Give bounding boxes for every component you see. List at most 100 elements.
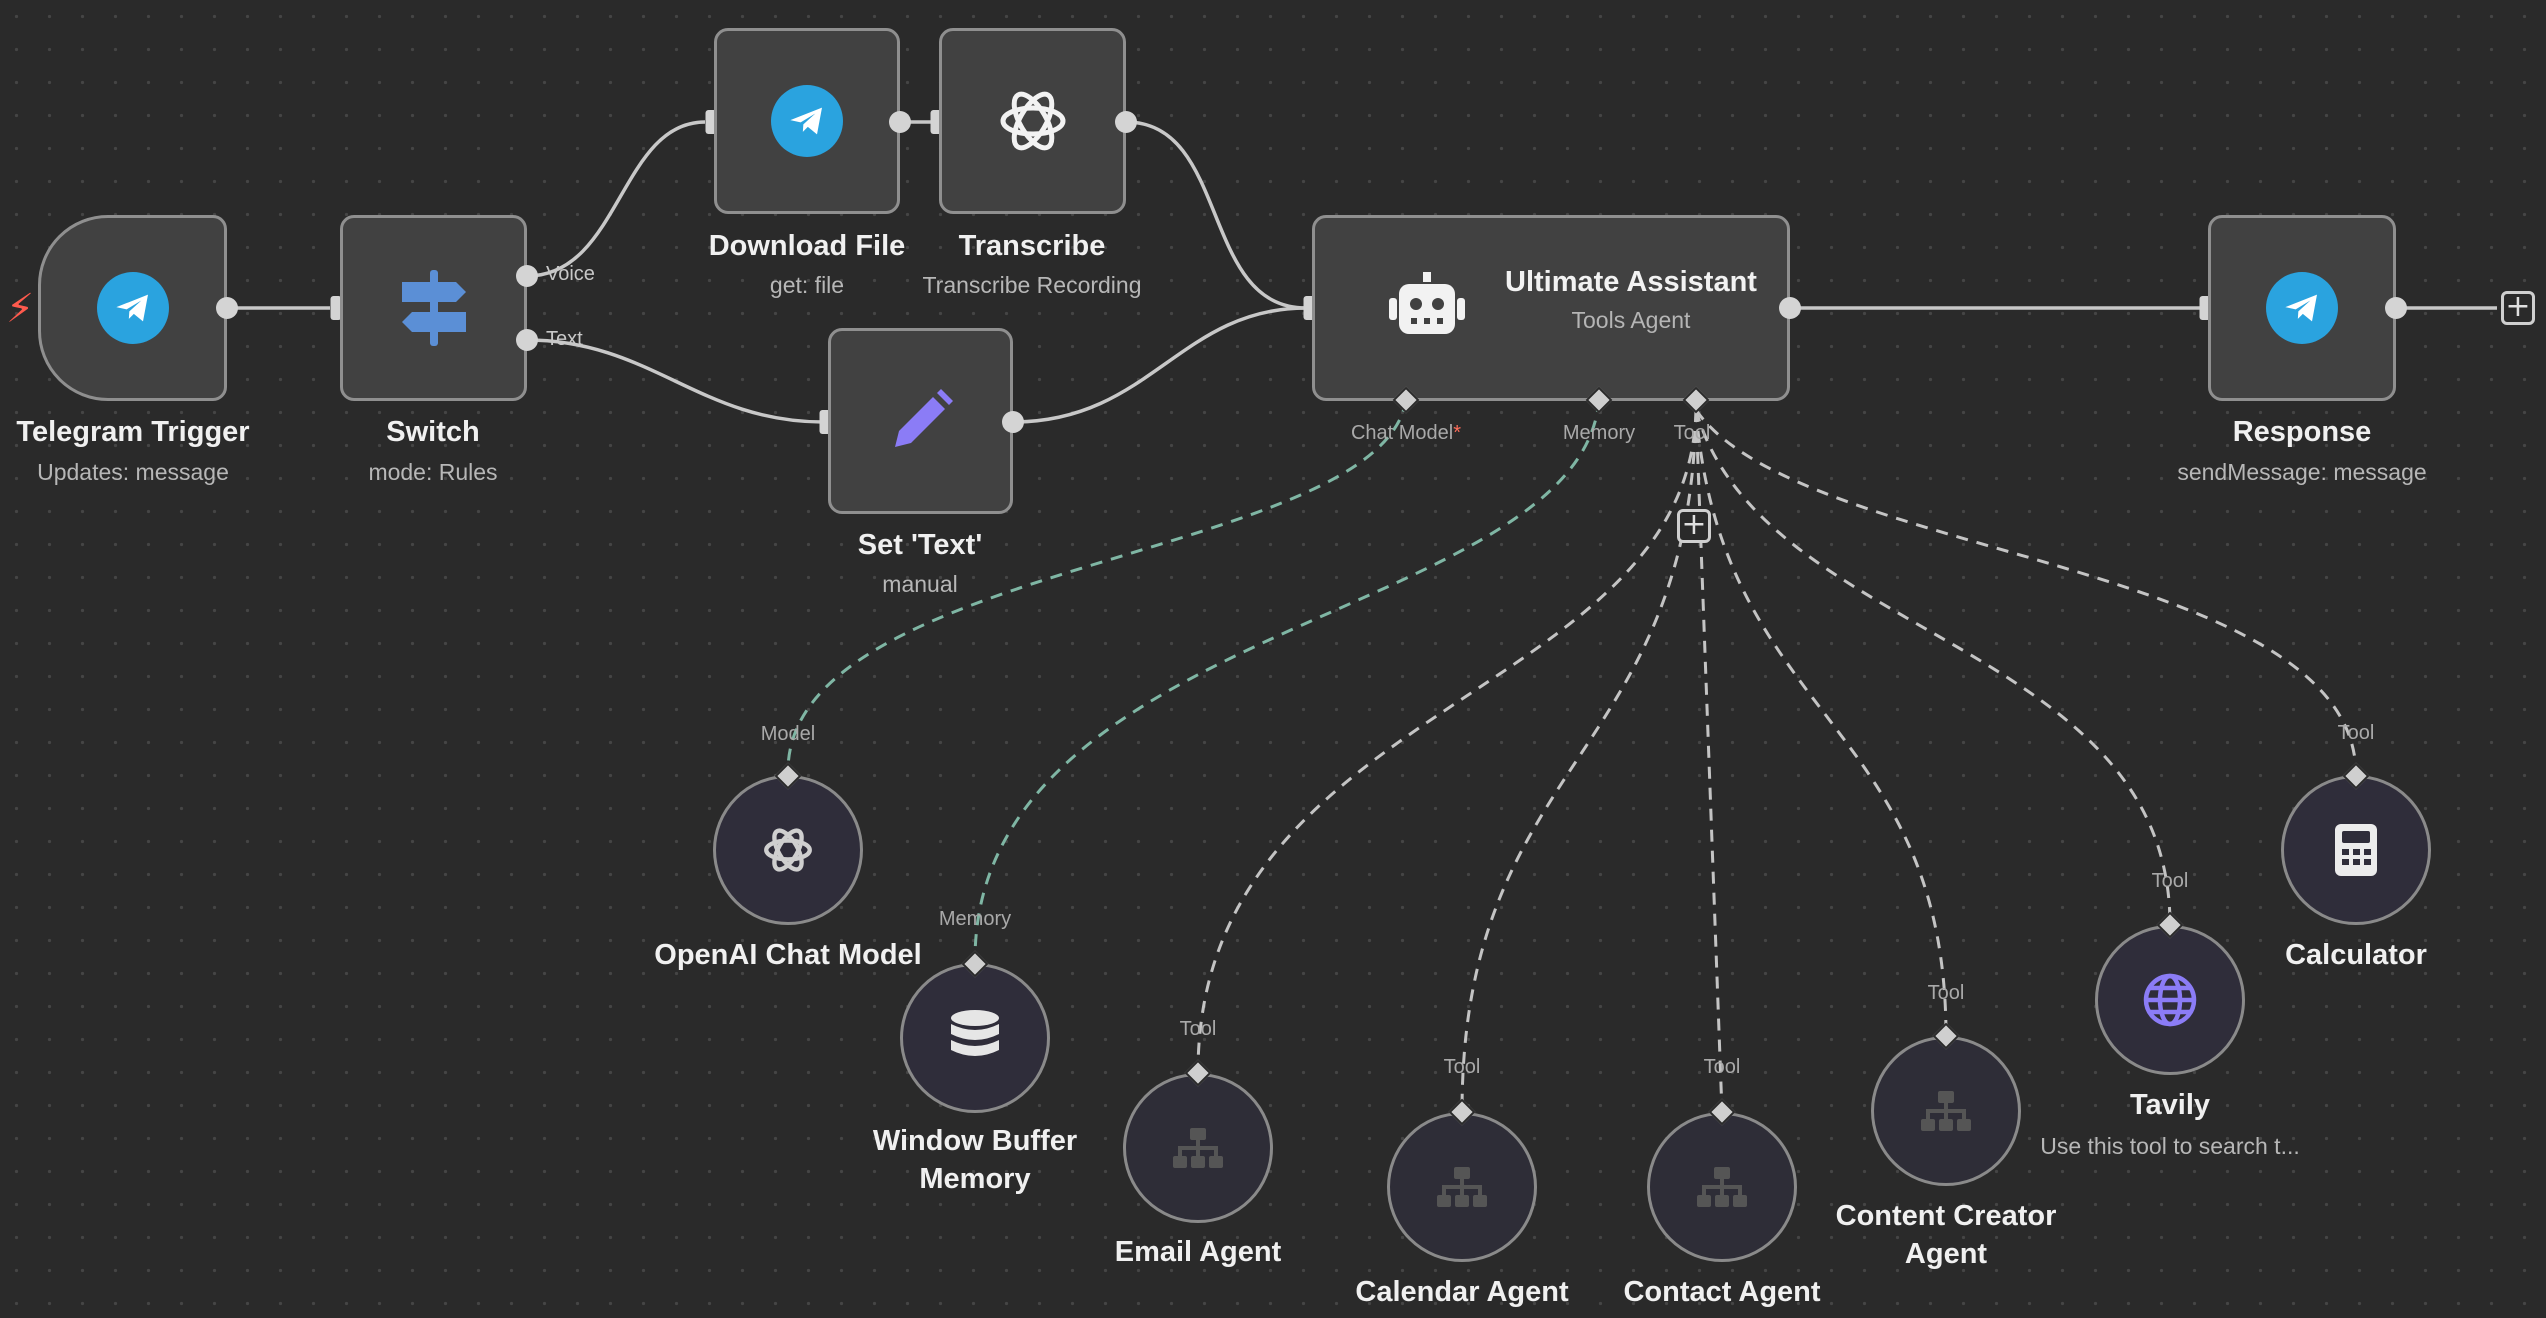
globe-icon [2143, 973, 2197, 1027]
main-connections [227, 120, 2497, 424]
wire-tool-calendar [1460, 409, 1698, 1113]
calculator-title: Calculator [2285, 939, 2427, 971]
node-response[interactable] [2208, 215, 2396, 401]
node-switch[interactable] [340, 215, 527, 401]
node-tavily[interactable] [2095, 925, 2245, 1075]
switch-output-text[interactable] [516, 329, 538, 351]
add-tool-button[interactable]: + [1677, 509, 1711, 543]
wire-tool-tavily [1694, 409, 2172, 926]
tavily-port-label: Tool [2151, 870, 2189, 892]
trigger-bolt-icon: ⚡ [6, 286, 35, 332]
openai-icon [764, 828, 812, 872]
content-creator-title: Content Creator Agent [1836, 1197, 2057, 1273]
chat-model-port-label: Chat Model* [1351, 422, 1461, 445]
response-input[interactable] [2199, 296, 2211, 320]
switch-input[interactable] [330, 296, 342, 320]
download-file-subtitle: get: file [769, 272, 845, 298]
response-title: Response [2232, 416, 2372, 448]
robot-icon [1389, 272, 1465, 334]
sitemap-icon [1437, 1167, 1487, 1207]
response-subtitle: sendMessage: message [2177, 459, 2427, 485]
set-text-input[interactable] [819, 410, 831, 434]
switch-voice-label: Voice [546, 263, 595, 285]
transcribe-title: Transcribe [958, 230, 1106, 262]
content-creator-title-line1: Content Creator [1835, 1200, 2057, 1232]
node-calendar-agent[interactable] [1387, 1112, 1537, 1262]
contact-agent-title: Contact Agent [1623, 1276, 1821, 1308]
node-transcribe[interactable] [939, 28, 1126, 214]
tool-port-label: Tool [1673, 422, 1711, 444]
node-content-creator-agent[interactable] [1871, 1036, 2021, 1186]
node-contact-agent[interactable] [1647, 1112, 1797, 1262]
pencil-icon [894, 389, 953, 447]
transcribe-subtitle: Transcribe Recording [922, 272, 1142, 298]
ultimate-assistant-title: Ultimate Assistant [1505, 266, 1757, 298]
sitemap-icon [1921, 1091, 1971, 1131]
ultimate-assistant-output[interactable] [1779, 297, 1801, 319]
memory-node-port-label: Memory [938, 908, 1012, 930]
calendar-agent-port-label: Tool [1443, 1056, 1481, 1078]
email-agent-title: Email Agent [1114, 1236, 1282, 1268]
set-text-output[interactable] [1002, 411, 1024, 433]
window-buffer-memory-title: Window Buffer Memory [873, 1122, 1077, 1198]
switch-title: Switch [386, 416, 480, 448]
openai-chat-model-title: OpenAI Chat Model [654, 939, 922, 971]
calendar-agent-title: Calendar Agent [1355, 1276, 1569, 1308]
calculator-port-label: Tool [2337, 722, 2375, 744]
switch-subtitle: mode: Rules [368, 459, 498, 485]
node-openai-chat-model[interactable] [713, 775, 863, 925]
sitemap-icon [1173, 1128, 1223, 1168]
wire-switch-text-settext [526, 338, 824, 424]
tavily-title: Tavily [2129, 1089, 2211, 1121]
response-output[interactable] [2385, 297, 2407, 319]
telegram-icon [2266, 272, 2338, 344]
wire-settext-assistant [1012, 306, 1307, 424]
wire-tool-calculator [1694, 409, 2358, 776]
wire-switch-voice-download [526, 120, 706, 278]
download-file-input[interactable] [705, 110, 717, 134]
ultimate-assistant-input[interactable] [1303, 296, 1315, 320]
set-text-subtitle: manual [882, 571, 958, 597]
wire-transcribe-assistant [1125, 120, 1307, 310]
node-calculator[interactable] [2281, 775, 2431, 925]
memory-title-line2: Memory [919, 1163, 1031, 1195]
node-download-file[interactable] [714, 28, 900, 214]
database-icon [951, 1010, 999, 1056]
switch-output-voice[interactable] [516, 265, 538, 287]
set-text-title: Set 'Text' [857, 529, 983, 561]
wire-tool-email [1196, 409, 1698, 1071]
transcribe-input[interactable] [930, 110, 942, 134]
download-file-title: Download File [708, 230, 906, 262]
download-file-output[interactable] [889, 111, 911, 133]
memory-port-label: Memory [1562, 422, 1636, 444]
switch-text-label: Text [546, 328, 583, 350]
email-agent-port-label: Tool [1179, 1018, 1217, 1040]
node-telegram-trigger[interactable] [38, 215, 227, 401]
ultimate-assistant-subtitle: Tools Agent [1571, 307, 1691, 333]
wire-tool-content [1694, 409, 1948, 1037]
tavily-subtitle: Use this tool to search t... [2040, 1133, 2300, 1159]
signpost-icon [401, 270, 466, 346]
wire-memory [973, 399, 1601, 961]
sitemap-icon [1697, 1167, 1747, 1207]
telegram-trigger-title: Telegram Trigger [16, 416, 250, 448]
add-node-button[interactable]: + [2501, 291, 2535, 325]
transcribe-output[interactable] [1115, 111, 1137, 133]
contact-agent-port-label: Tool [1703, 1056, 1741, 1078]
node-ultimate-assistant[interactable]: Ultimate Assistant Tools Agent [1312, 215, 1790, 401]
openai-icon [1000, 91, 1065, 151]
calculator-icon [2335, 824, 2377, 876]
chat-model-label-text: Chat Model [1350, 422, 1454, 444]
telegram-icon [771, 85, 843, 157]
telegram-icon [96, 272, 169, 344]
memory-title-line1: Window Buffer [872, 1125, 1078, 1157]
telegram-trigger-subtitle: Updates: message [37, 459, 229, 485]
node-email-agent[interactable] [1123, 1073, 1273, 1223]
openai-model-port-label: Model [760, 723, 816, 745]
content-creator-port-label: Tool [1927, 982, 1965, 1004]
telegram-trigger-output[interactable] [216, 297, 238, 319]
node-set-text[interactable] [828, 328, 1013, 514]
node-window-buffer-memory[interactable] [900, 963, 1050, 1113]
required-mark: * [1453, 422, 1462, 444]
